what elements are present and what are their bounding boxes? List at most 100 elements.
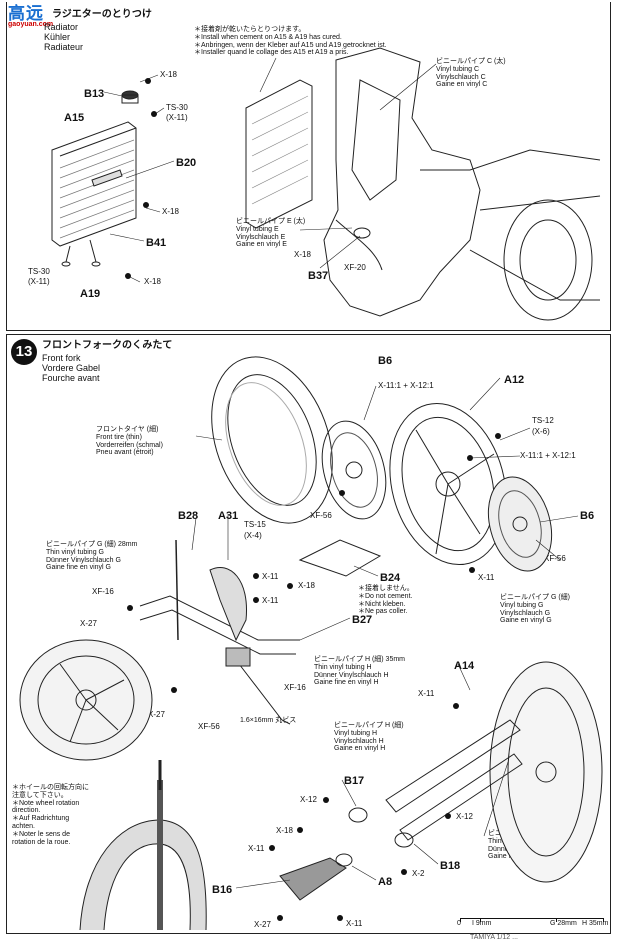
- tube-e-fr: Gaine en vinyl E: [236, 241, 287, 249]
- tube-g-right-en: Vinyl tubing G: [500, 601, 544, 609]
- tube-h2-fr: Gaine en vinyl H: [334, 745, 386, 753]
- label-b17: B17: [344, 775, 365, 787]
- no-cement-en: ＊Do not cement.: [358, 592, 413, 600]
- label-xf16: XF-16: [284, 683, 306, 692]
- step12-title-translations: Radiator Kühler Radiateur: [44, 22, 83, 52]
- step12-cure-note: ＊接着剤が乾いたらとりつけます。 ＊Install when cement on…: [194, 26, 387, 57]
- label-xf16: XF-16: [92, 587, 114, 596]
- label-x18: X-18: [160, 70, 177, 79]
- step12-title-en: Radiator: [44, 22, 79, 32]
- label-x11: X-11: [262, 596, 279, 605]
- vinyl-tube-c-callout: ビニールパイプ C (太) Vinyl tubing C Vinylschlau…: [436, 58, 506, 89]
- step13-title-fr: Fourche avant: [42, 373, 100, 384]
- note-fr: ＊Installer quand le collage des A15 et A…: [194, 49, 349, 57]
- label-ts30: TS-30: [28, 267, 50, 276]
- note-jp: ＊接着剤が乾いたらとりつけます。: [194, 26, 306, 33]
- label-b24: B24: [380, 572, 401, 584]
- front-tire-callout: フロントタイヤ (細) Front tire (thin) Vorderreif…: [96, 426, 163, 457]
- label-a31: A31: [218, 510, 239, 522]
- ruler-zero: 0: [457, 920, 461, 927]
- label-x12: X-12: [456, 812, 473, 821]
- label-a19: A19: [80, 288, 101, 300]
- tube-i-de: Dünner Vinylschlauch I: [488, 845, 560, 853]
- vinyl-tube-g-right-callout: ビニールパイプ G (細) Vinyl tubing G Vinylschlau…: [500, 594, 570, 625]
- label-x18: X-18: [276, 826, 293, 835]
- label-b28: B28: [178, 510, 199, 522]
- tube-e-en: Vinyl tubing E: [236, 225, 279, 233]
- tube-g-left-en: Thin vinyl tubing G: [46, 548, 104, 556]
- label-x11: X-11: [478, 573, 495, 582]
- step12-title-fr: Radiateur: [44, 42, 84, 53]
- label-x18: X-18: [294, 250, 311, 259]
- label-xf20: XF-20: [344, 263, 366, 272]
- label-xf56: XF-56: [310, 511, 332, 520]
- no-cement-de: ＊Nicht kleben.: [358, 600, 406, 608]
- rotation-fr-1: ＊Noter le sens de: [12, 830, 70, 838]
- label-x11: X-11: [248, 844, 265, 853]
- no-cement-jp: ＊接着しません。: [358, 585, 414, 592]
- tube-h1-en: Thin vinyl tubing H: [314, 663, 372, 671]
- rotation-fr-2: rotation de la roue.: [12, 838, 71, 846]
- tube-c-jp: ビニールパイプ C (太): [436, 58, 506, 65]
- tube-g-right-de: Vinylschlauch G: [500, 609, 551, 617]
- label-x18: X-18: [298, 581, 315, 590]
- site-logo: 高远 gaoyuan.com: [8, 4, 53, 29]
- label-a15: A15: [64, 112, 85, 124]
- tube-g-left-fr: Gaine fine en vinyl G: [46, 564, 111, 572]
- step13-title-translations: Front fork Vordere Gabel Fourche avant: [42, 353, 100, 383]
- rotation-de-1: ＊Auf Radrichtung: [12, 815, 70, 823]
- rotation-de-2: achten.: [12, 823, 35, 831]
- step13-title-jp: フロントフォークのくみたて: [42, 340, 173, 351]
- label-x11: (X-11): [166, 113, 188, 122]
- no-cement-note: ＊接着しません。 ＊Do not cement. ＊Nicht kleben. …: [358, 585, 414, 616]
- note-en: ＊Install when cement on A15 & A19 has cu…: [194, 33, 342, 41]
- tube-c-de: Vinylschlauch C: [436, 73, 486, 81]
- tube-h2-jp: ビニールパイプ H (細): [334, 722, 404, 729]
- tube-h1-fr: Gaine fine en vinyl H: [314, 679, 379, 687]
- label-b18: B18: [440, 860, 461, 872]
- label-b41: B41: [146, 237, 167, 249]
- label-b13: B13: [84, 88, 105, 100]
- front-tire-en: Front tire (thin): [96, 433, 142, 441]
- tube-g-right-jp: ビニールパイプ G (細): [500, 594, 570, 601]
- step-number: 13: [15, 343, 33, 360]
- vinyl-tube-e-callout: ビニールパイプ E (太) Vinyl tubing E Vinylschlau…: [236, 218, 305, 249]
- tube-g-left-de: Dünner Vinylschlauch G: [46, 556, 121, 564]
- label-ts12: TS-12: [532, 416, 554, 425]
- logo-url: gaoyuan.com: [8, 20, 54, 28]
- step13-title-de: Vordere Gabel: [42, 363, 101, 374]
- tube-c-fr: Gaine en vinyl C: [436, 81, 488, 89]
- page-footer: TAMIYA 1/12 ...: [470, 934, 518, 941]
- front-tire-de: Vorderreifen (schmal): [96, 441, 163, 449]
- tube-g-right-fr: Gaine en vinyl G: [500, 617, 552, 625]
- label-x11: X-11: [418, 689, 435, 698]
- vinyl-tube-h2-callout: ビニールパイプ H (細) Vinyl tubing H Vinylschlau…: [334, 722, 404, 753]
- label-a12: A12: [504, 374, 525, 386]
- label-a14: A14: [454, 660, 475, 672]
- vinyl-tube-g-left-callout: ビニールパイプ G (細) 28mm Thin vinyl tubing G D…: [46, 541, 137, 572]
- ruler-i: I 9mm: [472, 920, 492, 927]
- label-b6: B6: [378, 355, 393, 367]
- label-b6: B6: [580, 510, 595, 522]
- tube-i-fr: Gaine fine en vinyl I: [488, 853, 550, 861]
- ruler-h: H 35mm: [582, 920, 609, 927]
- wheel-rotation-note: ＊ホイールの回転方向に 注意して下さい。 ＊Note wheel rotatio…: [12, 784, 89, 847]
- label-xf56: XF-56: [198, 722, 220, 731]
- label-x4: (X-4): [244, 531, 262, 540]
- label-b37: B37: [308, 270, 329, 282]
- tube-c-en: Vinyl tubing C: [436, 65, 480, 73]
- ruler-g: G 28mm: [550, 920, 577, 927]
- note-de: ＊Anbringen, wenn der Kleber auf A15 und …: [194, 41, 387, 49]
- tube-e-jp: ビニールパイプ E (太): [236, 218, 306, 225]
- label-ts30: TS-30: [166, 103, 188, 112]
- tube-h2-de: Vinylschlauch H: [334, 737, 384, 745]
- step13-title-en: Front fork: [42, 353, 81, 363]
- label-b20: B20: [176, 157, 197, 169]
- rotation-en-1: ＊Note wheel rotation: [12, 799, 80, 807]
- vinyl-tube-i-callout: ビニールパイプ I (細) 5mm Thin vinyl tubing I Dü…: [488, 830, 572, 861]
- label-x11-x12: X-11:1 + X-12:1: [378, 381, 434, 390]
- label-x18: X-18: [162, 207, 179, 216]
- tube-i-jp: ビニールパイプ I (細) 5mm: [488, 830, 572, 837]
- label-x11: X-11: [346, 919, 363, 928]
- label-x2: X-2: [412, 869, 425, 878]
